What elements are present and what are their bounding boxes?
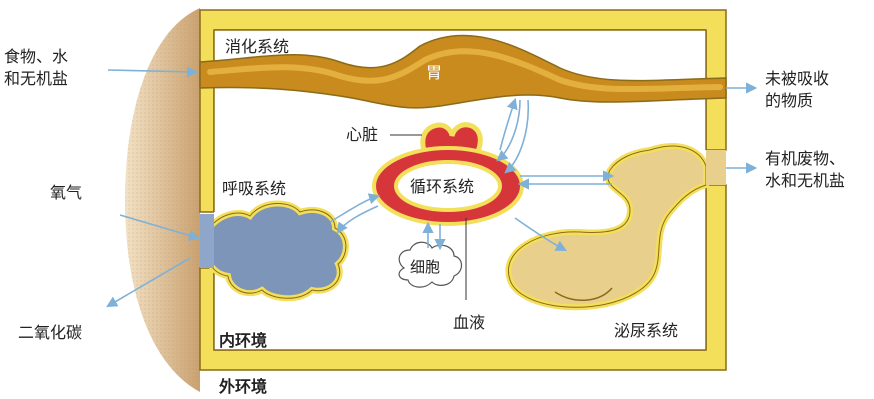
label-unabsorbed: 未被吸收 的物质 — [765, 68, 829, 112]
label-waste: 有机废物、 水和无机盐 — [765, 148, 845, 192]
label-external-environment: 外环境 — [219, 376, 267, 398]
label-stomach: 胃 — [426, 62, 442, 84]
label-urinary-system: 泌尿系统 — [614, 320, 678, 342]
label-respiratory-system: 呼吸系统 — [222, 178, 286, 200]
label-heart: 心脏 — [346, 124, 378, 146]
label-internal-environment: 内环境 — [219, 330, 267, 352]
label-cell: 细胞 — [410, 256, 440, 278]
label-co2: 二氧化碳 — [18, 322, 82, 344]
label-digestive-system: 消化系统 — [225, 36, 289, 58]
label-oxygen: 氧气 — [50, 182, 82, 204]
label-blood: 血液 — [453, 312, 485, 334]
label-circulatory-system: 循环系统 — [410, 176, 474, 198]
label-food-water-salt: 食物、水 和无机盐 — [4, 46, 68, 90]
body-surface — [125, 8, 200, 392]
